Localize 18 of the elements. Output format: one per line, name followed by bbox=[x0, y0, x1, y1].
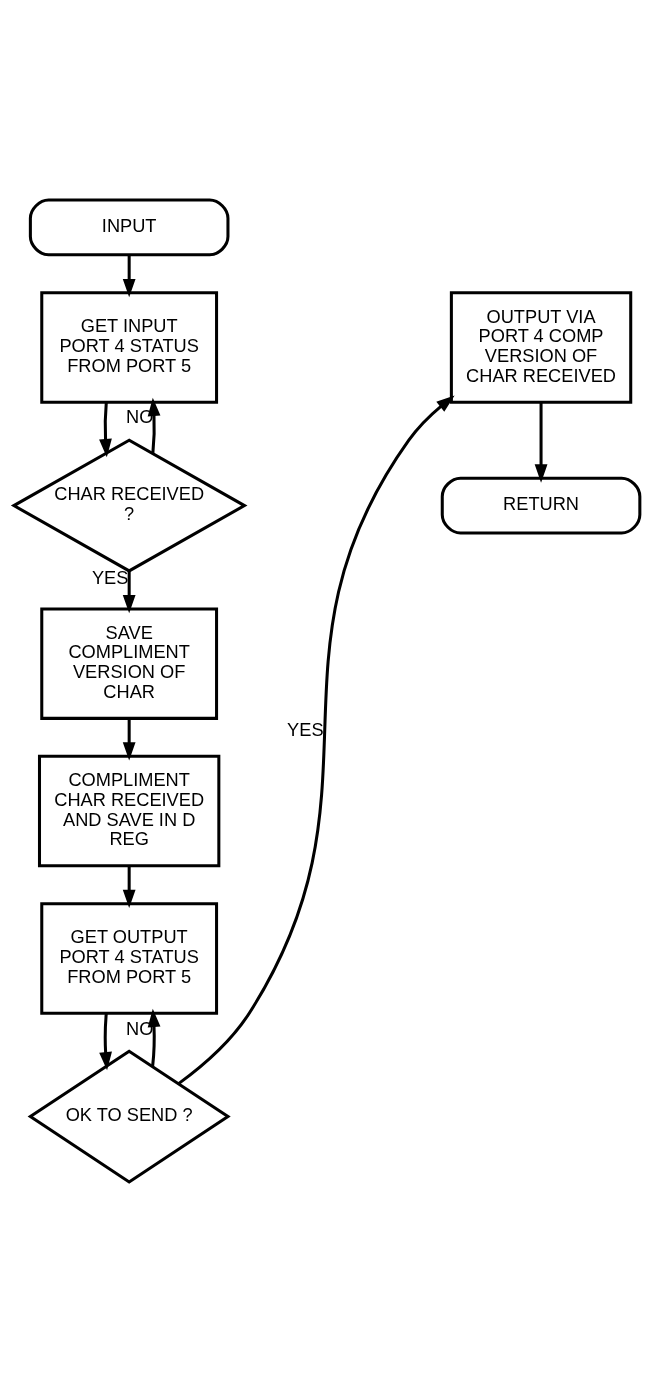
arrow bbox=[99, 1013, 112, 1071]
arrow bbox=[122, 718, 136, 761]
edge-label: YES bbox=[287, 719, 324, 741]
node-box: INPUT bbox=[28, 198, 230, 257]
node-box: GET INPUT PORT 4 STATUS FROM PORT 5 bbox=[40, 291, 219, 404]
arrow bbox=[177, 395, 455, 1085]
arrow bbox=[99, 402, 112, 458]
arrow bbox=[122, 865, 136, 908]
node-box: COMPLIMENT CHAR RECEIVED AND SAVE IN D REG bbox=[37, 754, 221, 868]
arrow bbox=[147, 1008, 161, 1067]
arrow bbox=[534, 402, 548, 483]
node-box: RETURN bbox=[440, 476, 642, 535]
arrow bbox=[147, 397, 161, 454]
arrow bbox=[122, 571, 136, 614]
node-box: GET OUTPUT PORT 4 STATUS FROM PORT 5 bbox=[40, 902, 219, 1015]
node-box: OUTPUT VIA PORT 4 COMP VERSION OF CHAR RECEIVED bbox=[449, 291, 633, 404]
node-box: SAVE COMPLIMENT VERSION OF CHAR bbox=[40, 607, 219, 720]
arrow bbox=[122, 254, 136, 298]
